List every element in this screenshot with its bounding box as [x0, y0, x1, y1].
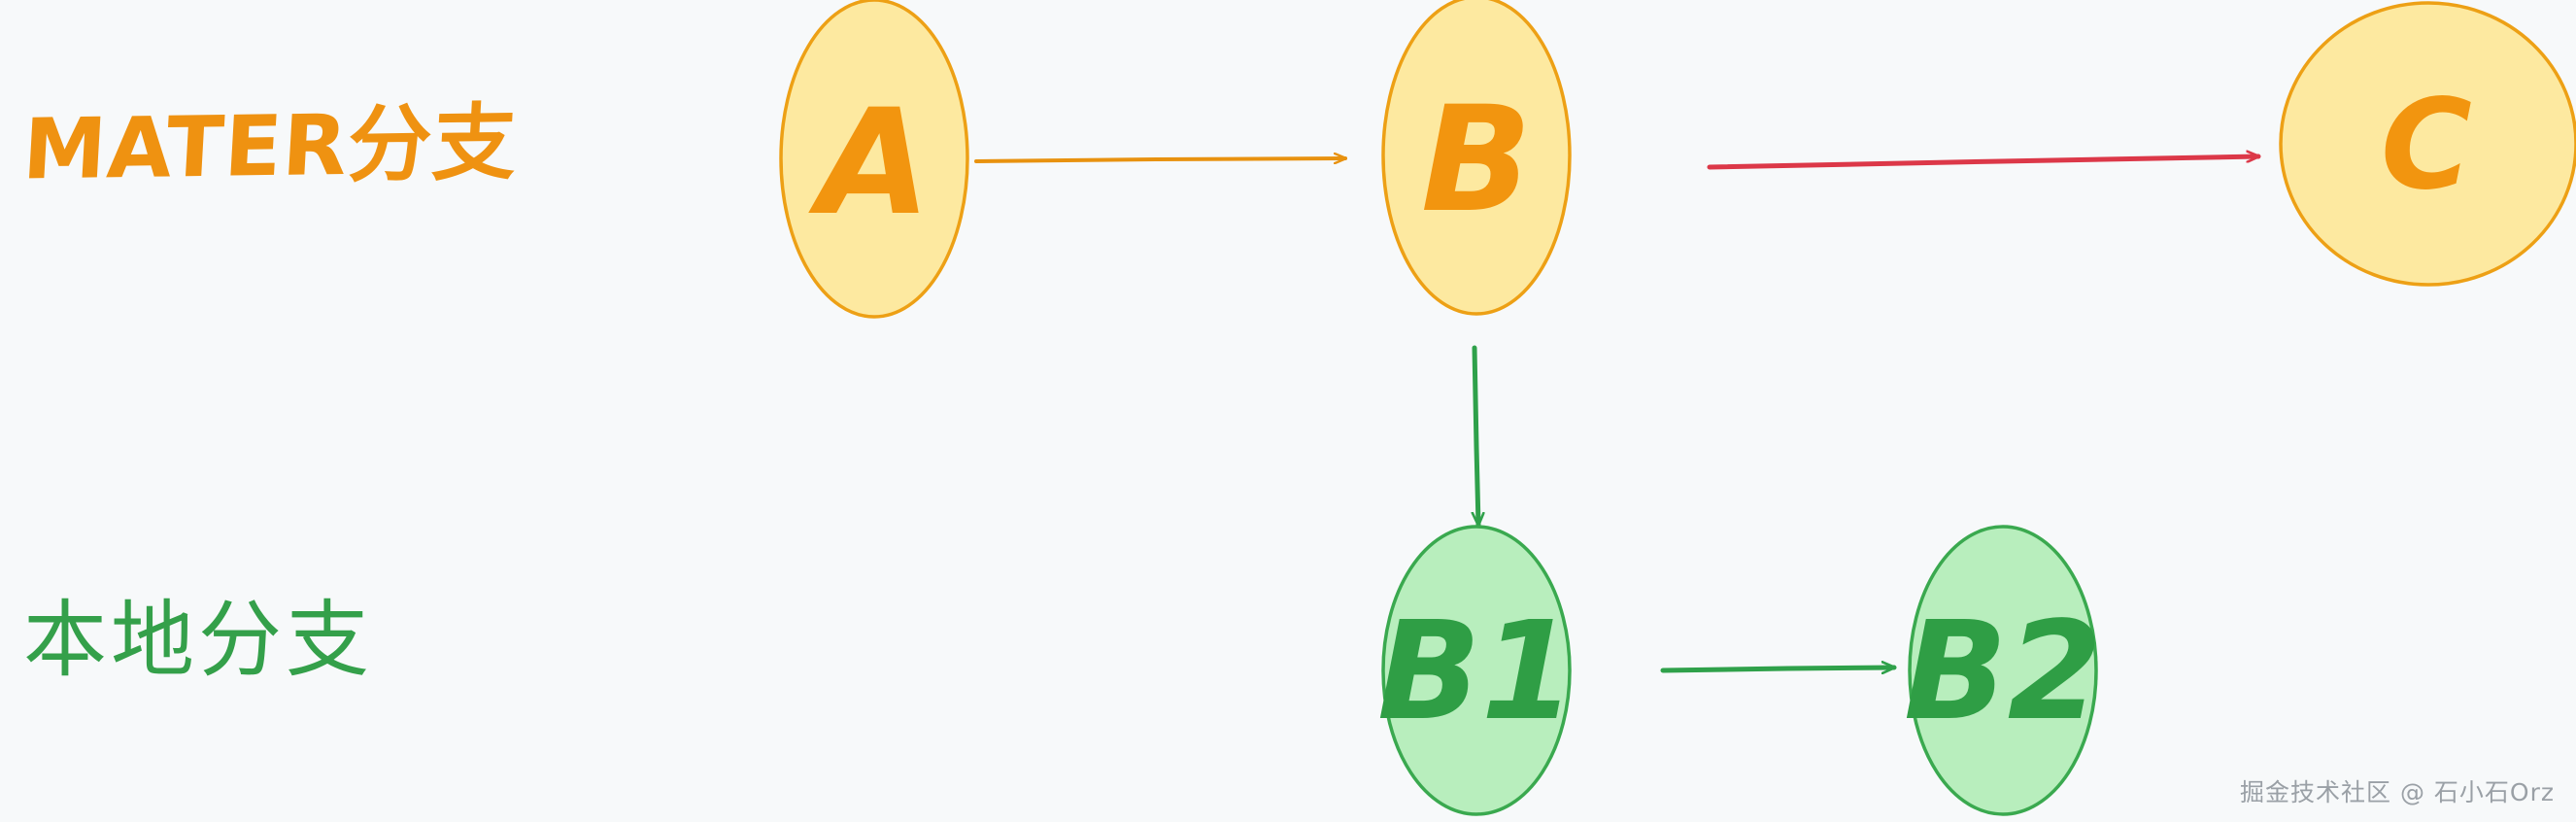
node-layer — [779, 0, 2576, 816]
node-b1[interactable] — [1381, 525, 1572, 816]
edge-b-to-c — [1707, 156, 2261, 170]
node-a[interactable] — [779, 0, 969, 319]
edge-b-to-b1 — [1474, 345, 1478, 528]
node-b1-label: B1 — [1376, 593, 1576, 751]
watermark: 掘金技术社区 @ 石小石Orz — [2240, 778, 2555, 806]
node-c-label: C — [2381, 73, 2472, 218]
node-a-label: A — [817, 79, 932, 248]
edge-b1-to-b2 — [1660, 668, 1897, 670]
node-b2-label: B2 — [1903, 593, 2103, 751]
master-branch-label: MATER分支 — [19, 94, 521, 199]
edge-layer — [974, 156, 2261, 670]
node-b[interactable] — [1381, 0, 1572, 316]
node-b-label: B — [1420, 76, 1533, 245]
node-c[interactable] — [2279, 1, 2576, 287]
edge-a-to-b — [974, 158, 1345, 161]
node-b2[interactable] — [1908, 525, 2098, 816]
local-branch-label: 本地分支 — [23, 592, 373, 689]
